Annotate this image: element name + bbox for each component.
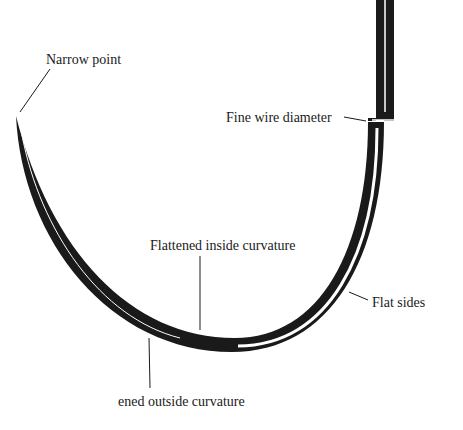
- leader-line: [200, 256, 201, 330]
- part-label-holder: Narrow point: [46, 50, 121, 68]
- flat-side-highlight: [238, 128, 377, 346]
- leader-line: [20, 69, 50, 112]
- part-label: Narrow point: [46, 52, 121, 67]
- part-label-holder: Fine wire diameter: [226, 108, 332, 126]
- leader-line: [149, 338, 150, 388]
- part-label-holder: ened outside curvature: [118, 392, 245, 410]
- part-label-holder: Flat sides: [372, 293, 425, 311]
- needle-shaft: [368, 0, 394, 121]
- swage-highlight: [384, 0, 386, 112]
- needle-body: [16, 116, 384, 352]
- leader-line: [349, 292, 368, 300]
- leader-line: [344, 117, 366, 121]
- part-label: Flattened inside curvature: [150, 238, 295, 253]
- part-label-holder: Flattened inside curvature: [150, 236, 295, 254]
- part-label: Fine wire diameter: [226, 110, 332, 125]
- part-label: ened outside curvature: [118, 394, 245, 409]
- part-label: Flat sides: [372, 295, 425, 310]
- swage-step: [372, 119, 396, 121]
- edge-highlight: [22, 135, 180, 338]
- swage-end: [376, 0, 394, 120]
